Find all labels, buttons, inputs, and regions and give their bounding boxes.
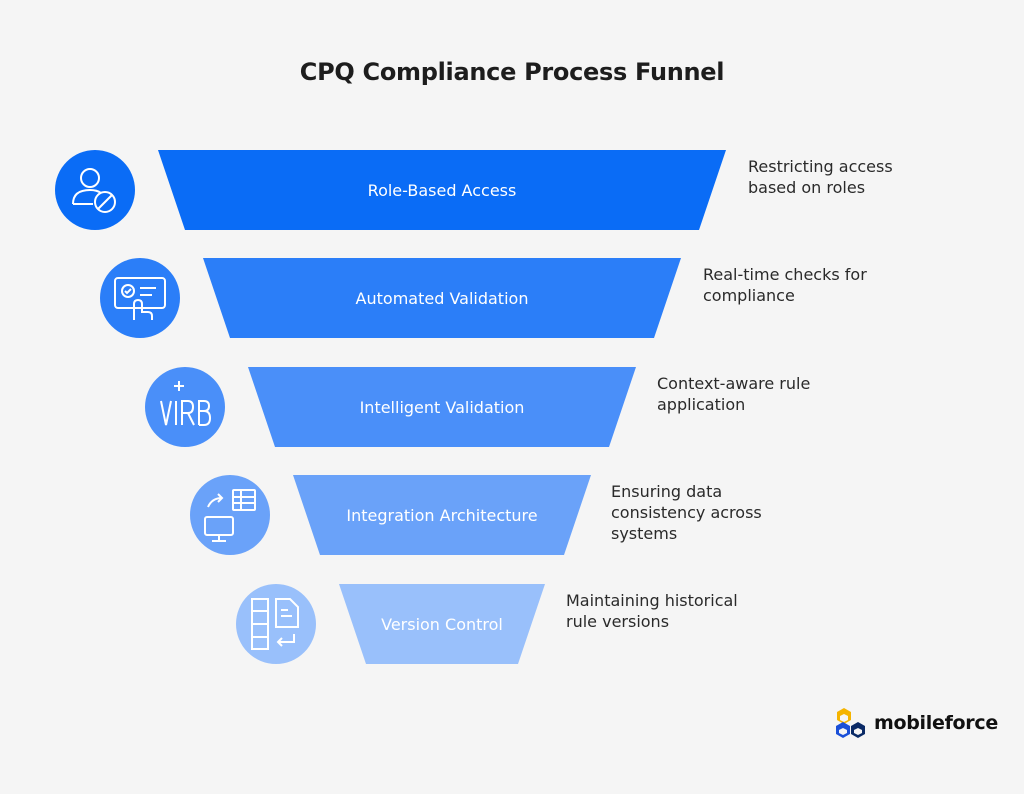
stage-description: Context-aware rule application [657,374,811,414]
brand-logo[interactable]: mobileforce [834,705,998,741]
funnel-stage-automated-validation: Automated Validation Real-time checks fo… [0,258,1024,340]
funnel-stage-version-control: Version Control Maintaining historical r… [0,584,1024,666]
funnel-band-shape [248,367,636,447]
funnel-stage-integration-architecture: Integration Architecture Ensuring data c… [0,475,1024,557]
integration-icon [204,489,256,542]
stage-label: Integration Architecture [346,505,538,525]
stage-label: Automated Validation [355,288,529,308]
funnel-band: Automated Validation [203,258,681,338]
funnel-stage-intelligent-validation: Intelligent Validation Context-aware rul… [0,367,1024,449]
stage-description: Restricting access based on roles [748,157,893,197]
stage-icon-circle [55,150,135,230]
stage-icon-circle [236,584,316,664]
stage-label: Role-Based Access [367,180,517,200]
touchscreen-check-icon [114,277,166,320]
page-title: CPQ Compliance Process Funnel [299,58,725,86]
stage-icon-circle [100,258,180,338]
funnel-band: Version Control [339,584,545,664]
funnel-band-shape [203,258,681,338]
funnel-band-shape [339,584,545,664]
logo-text: mobileforce [874,712,998,734]
stage-description: Maintaining historical rule versions [566,591,738,631]
virb-icon [160,381,212,426]
user-restricted-icon [72,168,116,213]
funnel-band-shape [293,475,591,555]
stage-label: Intelligent Validation [359,397,525,417]
funnel-band-shape [158,150,726,230]
stage-icon-circle [145,367,225,447]
stage-description: Ensuring data consistency across systems [611,482,762,543]
funnel-band: Role-Based Access [158,150,726,230]
version-files-icon [251,598,299,650]
stage-description: Real-time checks for compliance [703,265,867,305]
mobileforce-logo-icon [836,708,865,738]
stage-icon-circle [190,475,270,555]
stage-label: Version Control [381,614,503,634]
funnel-band: Integration Architecture [293,475,591,555]
funnel-stage-role-based-access: Role-Based Access Restricting access bas… [0,150,1024,232]
funnel-band: Intelligent Validation [248,367,636,447]
